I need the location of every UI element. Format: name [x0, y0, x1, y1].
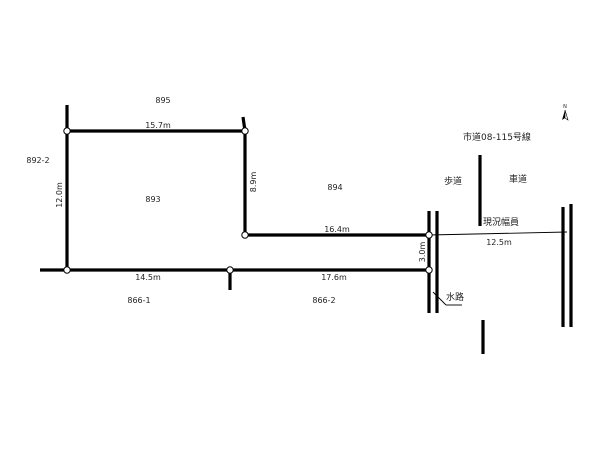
current-width-label: 現況幅員 — [483, 216, 519, 228]
dimension-top: 15.7m — [145, 121, 171, 130]
parcel-label-892-2: 892-2 — [26, 156, 49, 165]
carriageway-label: 車道 — [509, 173, 527, 185]
road-name: 市道08-115号線 — [463, 131, 531, 143]
waterway-label: 水路 — [446, 291, 464, 303]
dimension-inner-vertical: 8.9m — [249, 172, 258, 193]
dimension-bottom-left: 14.5m — [135, 273, 161, 282]
dimension-road-width: 12.5m — [486, 238, 512, 247]
dimension-right-gap: 3.0m — [418, 242, 427, 263]
waterway-lines — [427, 211, 439, 313]
node-right-upper — [425, 231, 433, 239]
road-width-measure-line — [428, 231, 568, 236]
parcel-label-893: 893 — [145, 195, 160, 204]
parcel-boundaries — [40, 105, 429, 290]
node-bottom-left — [63, 266, 71, 274]
dimension-middle: 16.4m — [324, 225, 350, 234]
road-lines — [478, 155, 573, 354]
north-label: N — [563, 104, 567, 110]
north-arrow-icon: N — [562, 104, 569, 121]
sidewalk-label: 歩道 — [444, 175, 462, 187]
node-top-left — [63, 127, 71, 135]
dimension-bottom-right: 17.6m — [321, 273, 347, 282]
dimension-left: 12.0m — [55, 182, 64, 208]
node-right-lower — [425, 266, 433, 274]
node-inner — [241, 231, 249, 239]
parcel-label-866-1: 866-1 — [127, 296, 150, 305]
node-bottom-mid — [226, 266, 234, 274]
parcel-label-894: 894 — [327, 183, 342, 192]
node-top-right — [241, 127, 249, 135]
parcel-label-895: 895 — [155, 96, 170, 105]
corner-nodes — [63, 127, 433, 274]
parcel-label-866-2: 866-2 — [312, 296, 335, 305]
waterway-leader — [432, 291, 462, 306]
